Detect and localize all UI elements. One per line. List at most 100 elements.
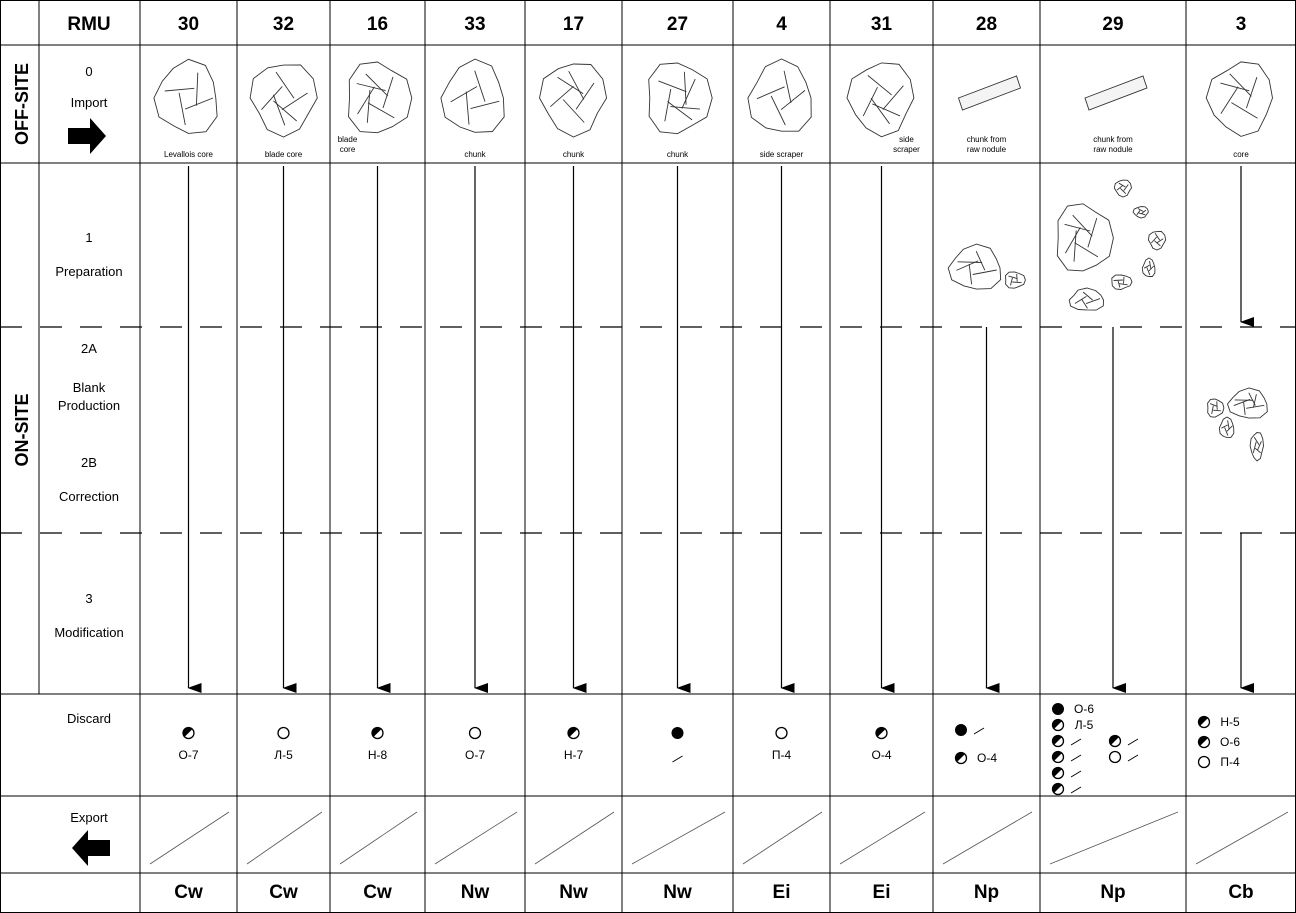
stage-separators [0, 327, 1296, 533]
artifact-outline [1112, 275, 1132, 290]
artifact-sketch-icon [649, 63, 713, 134]
open-circle-icon [278, 728, 289, 739]
artifact-sketch-icon [1005, 272, 1025, 288]
flake-scar [658, 81, 686, 92]
discard-code: Л-5 [1075, 718, 1094, 732]
flake-scar [1124, 185, 1129, 191]
category-label: Cw [363, 882, 392, 903]
nodule-outline [1085, 76, 1147, 110]
discard-symbol-half-icon [372, 727, 383, 738]
artifact-outline [1206, 62, 1272, 136]
flake-scar [1150, 261, 1151, 269]
flake-scar [771, 96, 785, 125]
discard-symbol-half-icon [1109, 735, 1120, 746]
artifact-outline [441, 59, 504, 132]
discard-dash [1071, 787, 1081, 793]
rmu-column-16: 16bladecoreH-8Cw [338, 14, 417, 903]
flake-scar [1083, 292, 1093, 300]
artifact-sketch-icon [1069, 288, 1103, 310]
filled-circle-icon [1053, 704, 1064, 715]
artifact-sketch-icon [1206, 62, 1272, 136]
discard-dash [974, 728, 984, 734]
flake-scar [868, 75, 892, 95]
category-label: Np [1100, 882, 1125, 903]
import-item-label-line1: chunk from [967, 135, 1007, 144]
flake-scar [1253, 442, 1256, 453]
stage-2a-number: 2A [81, 341, 97, 356]
flake-scar [276, 72, 294, 98]
flake-scar [1157, 239, 1164, 243]
artifact-sketch-icon [1208, 399, 1224, 417]
stage-import-number: 0 [85, 64, 92, 79]
artifact-outline [1114, 180, 1131, 197]
discard-symbol-half-icon [183, 727, 194, 738]
flake-scar [1119, 284, 1128, 285]
flake-scar [1254, 437, 1259, 445]
import-item-label-line2: raw nodule [1093, 145, 1133, 154]
flake-scar [1124, 277, 1125, 284]
category-label: Ei [873, 882, 891, 903]
stage-2a-label-line1: Blank [73, 380, 106, 395]
filled-circle-icon [672, 728, 683, 739]
import-item-label-line1: chunk from [1093, 135, 1133, 144]
artifact-sketch-icon [154, 59, 217, 133]
flake-scar [1244, 401, 1246, 415]
discard-symbol-open-icon [1199, 757, 1210, 768]
artifact-outline [1057, 204, 1113, 271]
flake-scar [1086, 299, 1100, 304]
flake-scar [1231, 103, 1257, 119]
artifact-sketch-icon [847, 63, 914, 137]
discard-symbol-half-icon [1052, 735, 1063, 746]
rmu-column-3: 3coreH-5O-6П-4Cb [1196, 14, 1288, 903]
flake-scar [451, 87, 477, 102]
artifact-outline [250, 65, 317, 137]
discard-code: П-4 [772, 748, 792, 762]
discard-code: O-4 [977, 751, 997, 765]
flake-scar [1225, 427, 1228, 435]
flake-scar [784, 71, 791, 103]
flake-scar [550, 86, 573, 106]
discard-symbol-half-icon [568, 727, 579, 738]
import-item-label: chunk [563, 150, 585, 159]
rmu-columns: 30Levallois coreO-7Cw32blade coreЛ-5Cw16… [150, 14, 1288, 903]
on-site-label: ON-SITE [12, 393, 32, 466]
stage-export-label: Export [70, 810, 108, 825]
export-none-slash [840, 812, 925, 864]
artifact-outline [349, 62, 412, 133]
discard-code: H-7 [564, 748, 584, 762]
stage-2b-label: Correction [59, 489, 119, 504]
discard-symbol-open-icon [1110, 752, 1121, 763]
flake-scar [1012, 282, 1021, 283]
artifact-outline [1005, 272, 1025, 288]
nodule-outline [959, 76, 1021, 110]
discard-code: H-5 [1220, 715, 1240, 729]
flake-scar [1065, 227, 1080, 253]
rmu-number: 33 [464, 14, 485, 35]
flake-scar [668, 102, 693, 120]
stage-import-label: Import [71, 95, 108, 110]
rmu-number: 28 [976, 14, 997, 35]
discard-dash [1071, 755, 1081, 761]
import-item-label-line1: side [899, 135, 914, 144]
artifact-sketch-icon [1228, 388, 1268, 418]
artifact-outline [540, 64, 607, 137]
category-label: Cw [269, 882, 298, 903]
artifact-outline [649, 63, 713, 134]
open-circle-icon [470, 728, 481, 739]
artifact-sketch-icon [1057, 204, 1113, 271]
import-item-label-line2: raw nodule [967, 145, 1007, 154]
flake-scar [179, 93, 185, 125]
discard-dash [1128, 739, 1138, 745]
rmu-number: 16 [367, 14, 388, 35]
open-circle-icon [776, 728, 787, 739]
flake-scar [969, 264, 971, 284]
flake-scar [863, 87, 877, 116]
flake-scar [576, 83, 594, 109]
flake-scar [1147, 268, 1150, 275]
discard-symbol-half-icon [1198, 716, 1209, 727]
artifact-sketch-icon [1114, 180, 1131, 197]
